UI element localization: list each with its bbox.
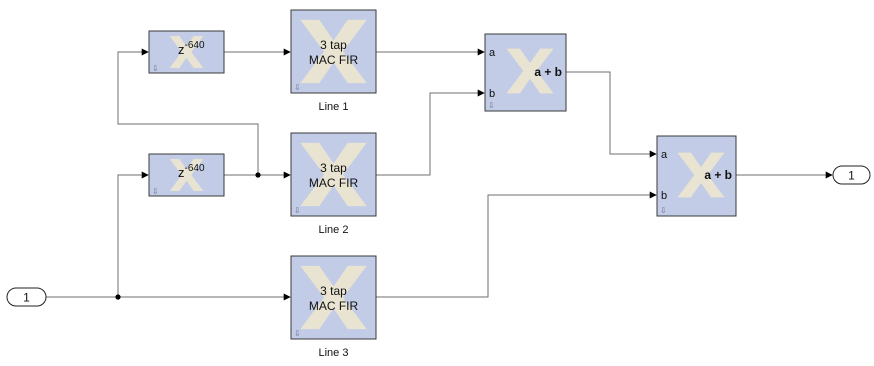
wire-adder1-to-adder2-a[interactable] (566, 71, 657, 158)
fir-2-line2: MAC FIR (309, 176, 359, 190)
wire-branch-to-delay1[interactable] (117, 48, 259, 175)
wire-fir2-to-adder1-b[interactable] (376, 89, 485, 176)
fir-1-caption: Line 1 (319, 101, 349, 113)
adder-2-label: a + b (704, 168, 732, 182)
delay-1-text: z-640 (178, 40, 205, 57)
fir-block-line-2[interactable]: 3 tap MAC FIR ⇩ Line 2 (290, 132, 377, 236)
adder-block-1[interactable]: a b a + b ⇩ (484, 33, 567, 112)
fir-2-caption: Line 2 (319, 224, 349, 236)
delay-block-1[interactable]: z-640 ⇩ (148, 30, 225, 74)
delay-2-text: z-640 (178, 163, 205, 180)
signal-lines (46, 48, 833, 301)
inport-block[interactable]: 1 (6, 287, 47, 307)
adder-1-port-a: a (489, 47, 496, 59)
fir-3-line2: MAC FIR (309, 299, 359, 313)
block-corner-icon: ⇩ (294, 329, 301, 338)
adder-2-port-a: a (661, 149, 668, 161)
wire-branch-to-delay2[interactable] (117, 171, 149, 297)
outport-block[interactable]: 1 (832, 165, 871, 185)
adder-2-port-b: b (661, 190, 667, 202)
junction-dot (115, 294, 121, 300)
adder-1-label: a + b (534, 65, 562, 79)
adder-block-2[interactable]: a b a + b ⇩ (656, 135, 737, 217)
block-corner-icon: ⇩ (294, 83, 301, 92)
fir-block-line-1[interactable]: 3 tap MAC FIR ⇩ Line 1 (290, 9, 377, 113)
adder-1-port-b: b (489, 88, 495, 100)
block-corner-icon: ⇩ (152, 64, 159, 73)
block-corner-icon: ⇩ (488, 101, 495, 110)
block-corner-icon: ⇩ (152, 187, 159, 196)
fir-3-line1: 3 tap (320, 284, 347, 298)
fir-3-caption: Line 3 (319, 347, 349, 359)
junction-dot (255, 172, 261, 178)
wire-fir3-to-adder2-b[interactable] (376, 191, 657, 298)
fir-1-line2: MAC FIR (309, 53, 359, 67)
delay-block-2[interactable]: z-640 ⇩ (148, 153, 225, 197)
fir-2-line1: 3 tap (320, 161, 347, 175)
outport-label: 1 (848, 169, 855, 183)
inport-label: 1 (23, 291, 30, 305)
block-corner-icon: ⇩ (294, 206, 301, 215)
block-corner-icon: ⇩ (660, 206, 667, 215)
fir-block-line-3[interactable]: 3 tap MAC FIR ⇩ Line 3 (290, 255, 377, 359)
fir-1-line1: 3 tap (320, 38, 347, 52)
